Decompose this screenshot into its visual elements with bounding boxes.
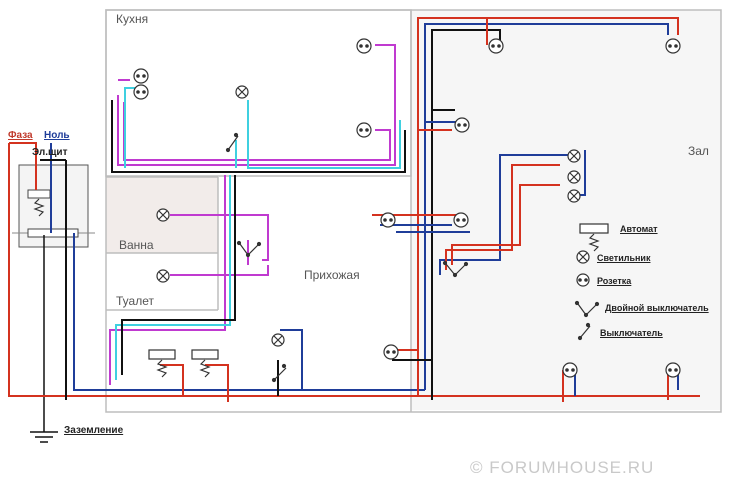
- socket-icon: [453, 212, 469, 228]
- legend-switch-label: Выключатель: [600, 328, 663, 338]
- ground-symbol: [30, 235, 58, 443]
- room-label-toilet: Туалет: [116, 294, 154, 308]
- room-label-hall: Зал: [688, 144, 709, 158]
- double-switch-icon: [442, 260, 469, 278]
- supply-wires: [8, 142, 700, 400]
- breaker-icon: [148, 349, 176, 378]
- socket-icon: [380, 212, 396, 228]
- switch-icon: [577, 322, 591, 341]
- legend-socket-label: Розетка: [597, 276, 632, 286]
- kitchen-wiring: [111, 44, 406, 173]
- hall-wiring: [372, 17, 679, 402]
- room-label-hallway: Прихожая: [304, 268, 360, 282]
- lamp-icon: [156, 269, 170, 283]
- double-switch-icon: [236, 240, 262, 258]
- breaker-symbols: [148, 349, 219, 378]
- socket-icon: [665, 38, 681, 54]
- breaker-icon: [579, 223, 609, 252]
- legend-lamp-label: Светильник: [597, 253, 651, 263]
- ground-label: Заземление: [64, 425, 124, 436]
- panel-label: Эл.щит: [32, 147, 68, 158]
- socket-icon: [356, 122, 372, 138]
- socket-icon: [133, 84, 149, 100]
- bath-wiring: [109, 175, 269, 385]
- lamp-icon: [567, 189, 581, 203]
- switch-icon: [271, 363, 287, 383]
- hall-room: [411, 10, 721, 410]
- socket-icon: [562, 362, 578, 378]
- double-switch-icon: [574, 300, 600, 318]
- socket-symbols: [133, 38, 681, 378]
- room-label-bath: Ванна: [119, 238, 154, 252]
- watermark: © FORUMHOUSE.RU: [470, 458, 655, 477]
- lamp-icon: [156, 208, 170, 222]
- room-label-kitchen: Кухня: [116, 12, 149, 26]
- socket-icon: [356, 38, 372, 54]
- switch-symbols: [225, 132, 469, 383]
- lamp-icon: [235, 85, 249, 99]
- phase-label: Фаза: [8, 130, 33, 141]
- legend-symbols: [574, 223, 609, 341]
- electric-panel: [12, 164, 95, 248]
- hallway-wiring: [160, 329, 303, 402]
- switch-icon: [225, 132, 239, 153]
- socket-icon: [576, 273, 590, 287]
- socket-icon: [383, 344, 399, 360]
- socket-icon: [665, 362, 681, 378]
- socket-icon: [454, 117, 470, 133]
- socket-icon: [133, 68, 149, 84]
- legend-double-switch-label: Двойной выключатель: [605, 303, 709, 313]
- lamp-icon: [271, 333, 285, 347]
- lamp-symbols: [156, 85, 581, 347]
- breaker-icon: [191, 349, 219, 378]
- lamp-icon: [576, 250, 590, 264]
- lamp-icon: [567, 170, 581, 184]
- walls: [105, 9, 722, 413]
- socket-icon: [488, 38, 504, 54]
- neutral-label: Ноль: [44, 130, 70, 141]
- legend-breaker-label: Автомат: [620, 224, 658, 234]
- lamp-icon: [567, 149, 581, 163]
